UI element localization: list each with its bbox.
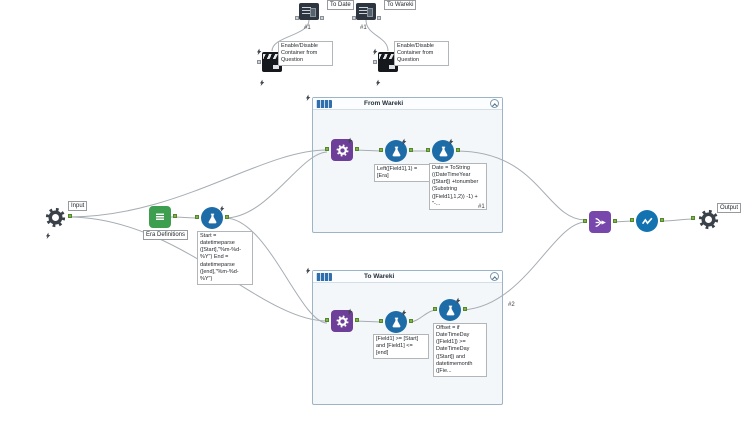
input-anchor[interactable] [691, 216, 695, 220]
output-anchor[interactable] [355, 147, 359, 151]
formula-annotation: [Field1] >= [Start] and [Field1] <= [end… [373, 334, 429, 360]
action-input-anchor[interactable] [257, 60, 261, 64]
input-anchor[interactable] [379, 148, 383, 152]
dropdown-label: To Date [327, 0, 354, 10]
era-formula-annotation: Start = datetimeparse ([Start],"%m-%d-%Y… [197, 231, 253, 285]
dropdown-tool[interactable] [299, 3, 319, 20]
lightning-icon [255, 43, 263, 51]
lightning-icon [400, 304, 408, 312]
action-tool[interactable] [378, 52, 398, 72]
input-label: Input [68, 201, 88, 211]
lightning-icon [44, 227, 52, 235]
table-icon [149, 206, 171, 228]
output-anchor[interactable] [456, 148, 460, 152]
chevron-up-icon [492, 275, 498, 281]
gear-icon [697, 208, 719, 230]
output-anchor[interactable] [68, 214, 72, 218]
output-anchor[interactable] [173, 214, 177, 218]
input-anchor[interactable] [433, 307, 437, 311]
input-macro-tool[interactable] [44, 206, 72, 228]
connection-number: #1 [478, 204, 485, 210]
lightning-icon [346, 303, 354, 311]
action-tool[interactable] [262, 52, 282, 72]
output-anchor[interactable] [613, 219, 617, 223]
output-anchor[interactable] [660, 218, 664, 222]
chevron-up-icon [492, 102, 498, 108]
input-anchor[interactable] [630, 218, 634, 222]
container-from-wareki-header[interactable]: From Wareki [313, 98, 502, 110]
lightning-icon [454, 292, 462, 300]
zigzag-icon [636, 210, 658, 232]
container-title: To Wareki [364, 273, 395, 280]
container-icon [316, 99, 332, 108]
lightning-icon [346, 132, 354, 140]
lightning-icon [371, 43, 379, 51]
connection-number: #2 [508, 302, 515, 308]
collapse-button[interactable] [490, 272, 499, 281]
gear-icon [331, 139, 353, 161]
gear-icon [44, 206, 66, 228]
lightning-icon [374, 74, 382, 82]
lightning-icon [218, 200, 226, 208]
output-anchor[interactable] [225, 215, 229, 219]
lightning-icon [400, 133, 408, 141]
output-anchor[interactable] [409, 319, 413, 323]
connection-number: #1 [304, 25, 311, 31]
action-annotation: Enable/Disable Container from Question [394, 41, 449, 67]
question-anchor[interactable] [295, 16, 299, 20]
input-anchor[interactable] [379, 319, 383, 323]
container-title: From Wareki [364, 100, 404, 107]
text-input-tool[interactable] [149, 206, 177, 228]
container-to-wareki-header[interactable]: To Wareki [313, 271, 502, 283]
output-anchor[interactable] [355, 318, 359, 322]
output-label: Output [717, 203, 742, 213]
wire [67, 149, 328, 218]
sort-tool[interactable] [630, 210, 664, 232]
output-macro-tool[interactable] [691, 208, 719, 230]
dropdown-tool[interactable] [356, 3, 376, 20]
formula-annotation: Left([Field1],1) = [Era] [374, 164, 431, 183]
flask-icon [432, 140, 454, 162]
action-annotation: Enable/Disable Container from Question [278, 41, 333, 67]
input-anchor[interactable] [583, 219, 587, 223]
flask-icon [439, 299, 461, 321]
formula-annotation: Offset = if DateTimeDay ([Field1]) >= Da… [433, 323, 487, 377]
input-anchor[interactable] [325, 318, 329, 322]
action-input-anchor[interactable] [373, 60, 377, 64]
lightning-icon [258, 74, 266, 82]
dropdown-label: To Wareki [384, 0, 417, 10]
union-arrows-icon [589, 211, 611, 233]
lightning-icon [304, 262, 312, 270]
input-anchor[interactable] [426, 148, 430, 152]
formula-annotation: Date = ToString ((DateTimeYear ([Start])… [429, 163, 487, 210]
flask-icon [385, 311, 407, 333]
input-anchor[interactable] [325, 147, 329, 151]
union-tool[interactable] [583, 211, 617, 233]
lightning-icon [447, 133, 455, 141]
flask-icon [385, 140, 407, 162]
lightning-icon [304, 89, 312, 97]
container-icon [316, 272, 332, 281]
question-anchor[interactable] [320, 16, 324, 20]
input-anchor[interactable] [195, 215, 199, 219]
question-anchor[interactable] [352, 16, 356, 20]
gear-icon [331, 310, 353, 332]
collapse-button[interactable] [490, 99, 499, 108]
output-anchor[interactable] [409, 148, 413, 152]
connection-number: #1 [360, 25, 367, 31]
output-anchor[interactable] [463, 307, 467, 311]
era-definitions-label: Era Definitions [143, 230, 189, 240]
question-anchor[interactable] [377, 16, 381, 20]
wire [659, 218, 694, 222]
